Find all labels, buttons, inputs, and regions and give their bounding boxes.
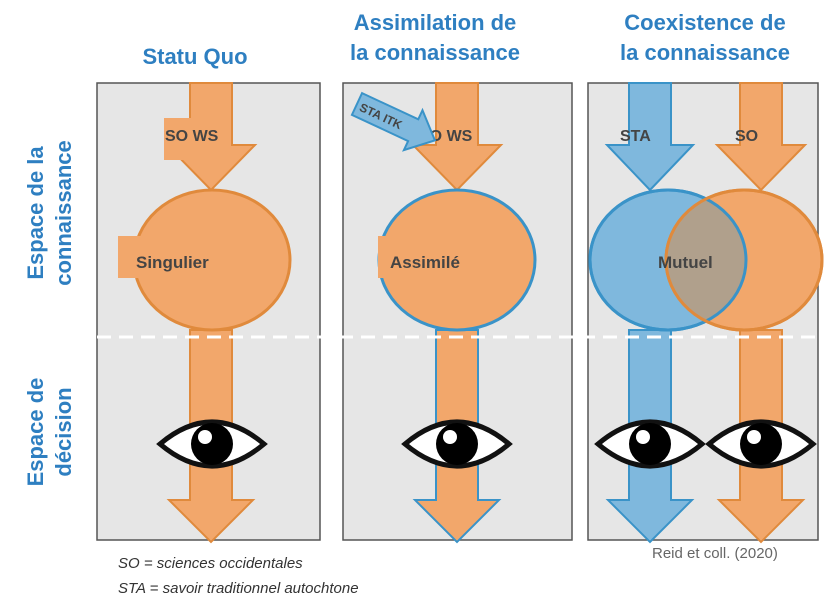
footnote-sta: STA = savoir traditionnel autochtone xyxy=(118,580,359,597)
result-label: Mutuel xyxy=(658,253,713,272)
heading-coexistence: Coexistence de la connaissance xyxy=(590,8,820,68)
heading-line: la connaissance xyxy=(350,40,520,65)
source-arrow-label: SO WS xyxy=(165,128,219,145)
heading-line: la connaissance xyxy=(620,40,790,65)
source-arrow-sta xyxy=(604,82,696,192)
source-arrow-so xyxy=(714,82,808,192)
source-arrow-so xyxy=(410,82,504,192)
credit: Reid et coll. (2020) xyxy=(652,545,778,562)
panel-1-content: SO WS Singulier xyxy=(118,82,292,544)
heading-line: Coexistence de xyxy=(624,10,786,35)
mutual-overlap xyxy=(666,190,746,330)
result-label: Assimilé xyxy=(390,253,460,272)
panel-3-content: STA SO Mutuel xyxy=(588,82,824,544)
panel-2-content: SO WS STA ITK Assimilé xyxy=(350,82,537,544)
heading-assimilation: Assimilation de la connaissance xyxy=(320,8,550,68)
source-arrow-label: STA xyxy=(620,128,651,145)
heading-line: Statu Quo xyxy=(142,44,248,69)
footnote-so: SO = sciences occidentales xyxy=(118,555,303,572)
source-arrow-sta xyxy=(350,91,437,152)
heading-line: Assimilation de xyxy=(353,10,517,35)
source-arrow-label: SO xyxy=(735,128,758,145)
heading-statu-quo: Statu Quo xyxy=(100,42,290,72)
result-label: Singulier xyxy=(136,253,209,272)
